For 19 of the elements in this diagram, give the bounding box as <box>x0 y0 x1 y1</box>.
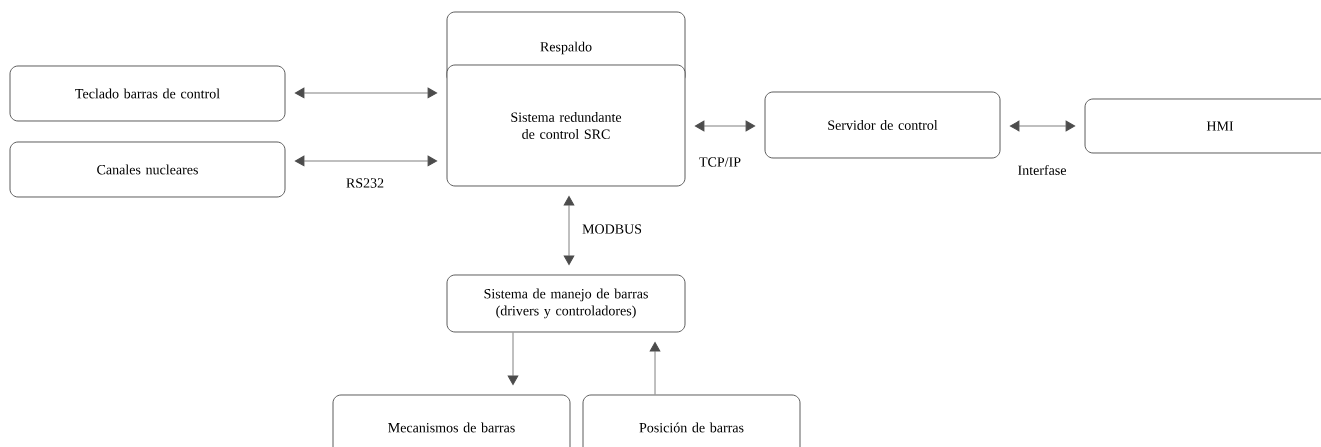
process-box: Teclado barras de control <box>9 65 286 122</box>
arrow <box>294 87 438 99</box>
arrow <box>649 341 661 396</box>
edge-label: MODBUS <box>582 224 642 234</box>
arrow <box>563 195 575 266</box>
process-box: Sistema de manejo de barras (drivers y controladores) <box>446 274 686 333</box>
edge-label: TCP/IP <box>699 157 741 167</box>
process-box: Canales nucleares <box>9 141 286 198</box>
process-box: Mecanismos de barras <box>332 394 571 447</box>
arrow <box>694 120 756 132</box>
process-box: HMI <box>1084 98 1321 154</box>
arrow <box>507 331 519 386</box>
process-box: Posición de barras <box>582 394 801 447</box>
arrow <box>1009 120 1076 132</box>
arrow <box>294 155 438 167</box>
edge-label: RS232 <box>346 178 384 188</box>
process-box: Sistema redundante de control SRC <box>446 64 686 187</box>
process-box: Servidor de control <box>764 91 1001 159</box>
edge-label: Interfase <box>1018 165 1066 175</box>
